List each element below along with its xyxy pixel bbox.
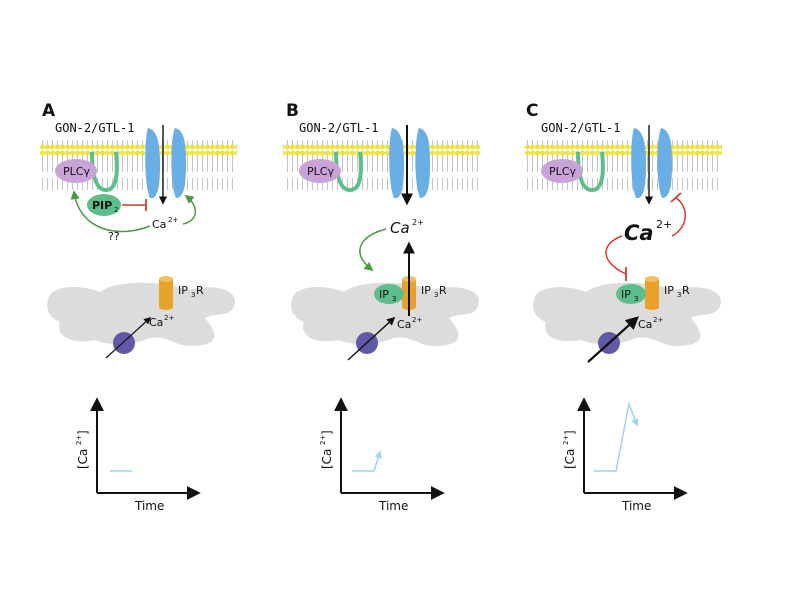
ip3-subscript: 3 bbox=[634, 295, 638, 303]
calcium-graph: [Ca 2+ ] Time bbox=[562, 397, 688, 513]
ip3-receptor-icon bbox=[645, 276, 659, 310]
plc-enzyme-icon bbox=[55, 151, 119, 193]
plc-label: PLCγ bbox=[307, 165, 334, 178]
x-axis-label: Time bbox=[378, 499, 408, 513]
plc-label: PLCγ bbox=[63, 165, 90, 178]
er-ca-label: Ca bbox=[397, 318, 411, 331]
channel-pore-icon bbox=[145, 128, 186, 199]
ip3-molecule bbox=[616, 284, 646, 304]
panel-a: A GON-2/GTL-1 PLCγ PIP 2 Ca 2+ ?? bbox=[40, 101, 237, 513]
x-axis-label: Time bbox=[621, 499, 651, 513]
ca-superscript: 2+ bbox=[168, 216, 178, 224]
x-axis-label: Time bbox=[134, 499, 164, 513]
channel-pore-icon bbox=[631, 128, 672, 199]
ip3r-subscript: 3 bbox=[677, 291, 681, 299]
er-ca-label: Ca bbox=[149, 316, 163, 329]
pip2-molecule bbox=[87, 194, 121, 216]
ca-superscript: 2+ bbox=[412, 218, 424, 227]
ip3r-label: IP bbox=[664, 284, 674, 297]
ip3r-subscript: 3 bbox=[434, 291, 438, 299]
ip3r-label-tail: R bbox=[682, 284, 690, 297]
plc-enzyme-icon bbox=[299, 151, 363, 193]
y-axis-label: [Ca bbox=[563, 449, 577, 469]
channel-label: GON-2/GTL-1 bbox=[55, 121, 134, 135]
inhibition-bar-icon bbox=[670, 192, 686, 237]
ip3-subscript: 3 bbox=[392, 295, 396, 303]
panel-c: C GON-2/GTL-1 PLCγ Ca 2+ bbox=[525, 101, 722, 513]
y-axis-label-sup: 2+ bbox=[562, 435, 570, 445]
y-axis-label: [Ca bbox=[320, 449, 334, 469]
y-axis-label: [Ca bbox=[76, 449, 90, 469]
question-marks: ?? bbox=[108, 230, 120, 243]
ip3r-label-tail: R bbox=[439, 284, 447, 297]
ip3r-subscript: 3 bbox=[191, 291, 195, 299]
activation-arrow-icon bbox=[359, 228, 387, 272]
calcium-trace bbox=[352, 450, 382, 472]
channel-label: GON-2/GTL-1 bbox=[541, 121, 620, 135]
ip3-receptor-icon bbox=[159, 276, 173, 310]
er-membrane-icon bbox=[533, 282, 721, 346]
plc-enzyme-icon bbox=[541, 151, 605, 193]
vesicle-arrow bbox=[105, 317, 152, 359]
channel-label: GON-2/GTL-1 bbox=[299, 121, 378, 135]
ca-label: Ca bbox=[390, 219, 410, 237]
y-axis-label-sup: 2+ bbox=[75, 435, 83, 445]
y-axis-label-end: ] bbox=[563, 430, 577, 435]
inhibition-bar-icon bbox=[122, 199, 147, 211]
pip-label: PIP bbox=[92, 199, 112, 212]
ca-superscript: 2+ bbox=[656, 218, 672, 231]
ip3-label: IP bbox=[379, 288, 389, 301]
ip3r-label: IP bbox=[178, 284, 188, 297]
panel-b: B GON-2/GTL-1 PLCγ Ca 2+ IP 3 IP 3 R Ca bbox=[283, 101, 480, 513]
panel-letter: A bbox=[42, 101, 56, 121]
y-axis-label-end: ] bbox=[76, 430, 90, 435]
ip3r-label-tail: R bbox=[196, 284, 204, 297]
plc-label: PLCγ bbox=[549, 165, 576, 178]
er-ca-label: Ca bbox=[638, 318, 652, 331]
er-ca-superscript: 2+ bbox=[164, 314, 174, 322]
er-membrane-icon bbox=[291, 282, 479, 346]
inhibition-bar-icon bbox=[605, 235, 627, 281]
panel-letter: B bbox=[286, 101, 299, 121]
channel-pore-icon bbox=[389, 128, 430, 199]
y-axis-label-sup: 2+ bbox=[319, 435, 327, 445]
activation-arrow-icon bbox=[182, 194, 197, 225]
y-axis-label-end: ] bbox=[320, 430, 334, 435]
er-ca-superscript: 2+ bbox=[412, 316, 422, 324]
activation-arrow-icon bbox=[70, 190, 151, 233]
ip3-label: IP bbox=[621, 288, 631, 301]
er-membrane-icon bbox=[47, 282, 235, 346]
pip-subscript: 2 bbox=[114, 206, 118, 214]
calcium-graph: [Ca 2+ ] Time bbox=[319, 397, 445, 513]
vesicle-arrow bbox=[347, 316, 396, 361]
calcium-trace bbox=[594, 401, 639, 472]
ip3r-label: IP bbox=[421, 284, 431, 297]
vesicle-arrow bbox=[587, 316, 639, 363]
ip3-molecule bbox=[374, 284, 404, 304]
panel-letter: C bbox=[526, 101, 538, 121]
ca-label: Ca bbox=[152, 218, 166, 231]
ca-label: Ca bbox=[624, 221, 654, 245]
calcium-graph: [Ca 2+ ] Time bbox=[75, 397, 201, 513]
vesicle-icon bbox=[113, 332, 135, 354]
er-ca-superscript: 2+ bbox=[653, 316, 663, 324]
